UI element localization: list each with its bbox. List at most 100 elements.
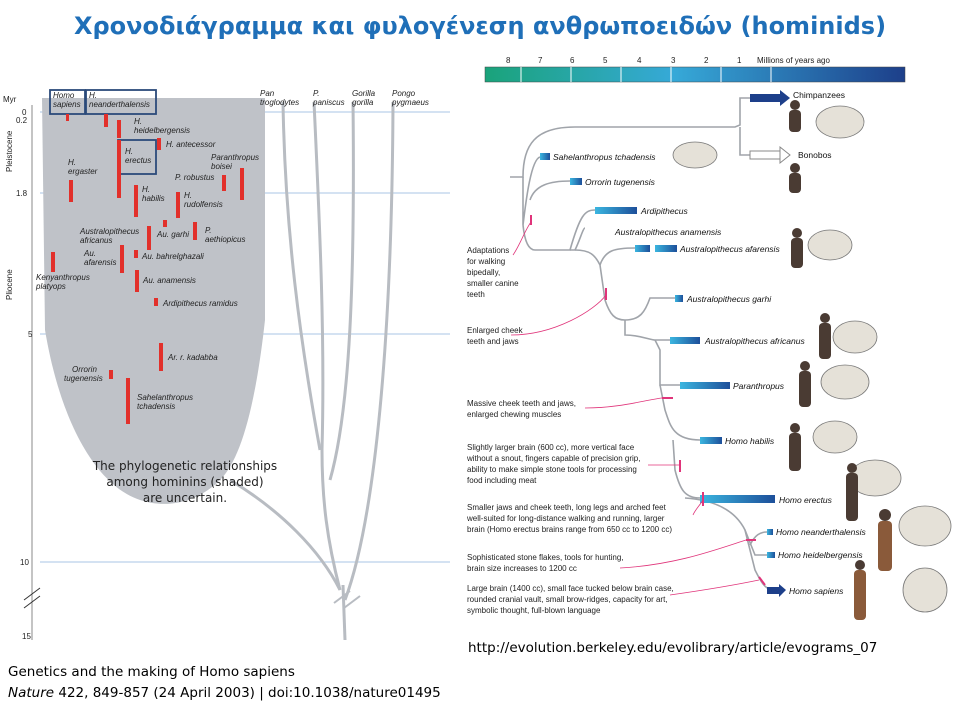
label-africanus-2: africanus (80, 236, 112, 245)
taxon-garhi: Australopithecus garhi (686, 294, 772, 304)
label-neanderthalensis-2: neanderthalensis (89, 100, 150, 109)
figure-afarensis-icon (791, 228, 803, 268)
label-neanderthalensis-1: H. (89, 91, 97, 100)
ape-label-gorilla-2: gorilla (352, 98, 374, 107)
label-homo-sapiens-1: Homo (53, 91, 75, 100)
figure-erectus-icon (846, 463, 858, 521)
bar-boisei (240, 168, 244, 200)
citation-details: 422, 849-857 (24 April 2003) | doi:10.10… (54, 685, 441, 701)
svg-text:H.habilis: H.habilis (142, 185, 165, 203)
tick-5: 5 (28, 330, 33, 339)
label-erectus-2: erectus (125, 156, 151, 165)
branch-heidelberg (744, 529, 767, 556)
bar-sahelanthropus (126, 378, 130, 424)
epoch-pleistocene: Pleistocene (5, 130, 14, 172)
taxon-sapiens: Homo sapiens (789, 586, 844, 596)
label-sahelanthropus-2: tchadensis (137, 402, 175, 411)
homo-sapiens-arrow (767, 584, 786, 597)
figure-neanderthal-icon (878, 509, 892, 571)
skull-africanus-icon (832, 320, 878, 354)
branch-garhi (624, 297, 675, 321)
bar-afarensis-r (655, 245, 677, 252)
branch-late-homo (684, 497, 774, 591)
note-line-2: among hominins (shaded) (106, 475, 264, 489)
label-boisei-2: boisei (211, 162, 232, 171)
scale-label: Millions of years ago (757, 56, 830, 65)
tick-0-2: 0.2 (16, 116, 28, 125)
svg-text:Au.afarensis: Au.afarensis (83, 249, 116, 267)
annotation-massive-jaws: Massive cheek teeth and jaws, enlarged c… (467, 399, 578, 419)
bonobo-arrow (749, 145, 791, 165)
taxon-heidelbergensis: Homo heidelbergensis (778, 550, 863, 560)
annotation-bipedal: Adaptations for walking bipedally, small… (467, 246, 521, 299)
taxon-ardipithecus: Ardipithecus (640, 206, 689, 216)
figure-africanus-icon (819, 313, 831, 359)
figure-bonobo-icon (789, 163, 801, 193)
taxon-erectus: Homo erectus (779, 495, 833, 505)
skull-habilis-icon (812, 420, 858, 454)
label-rudolfensis-1: H. (184, 191, 192, 200)
scale-tick-2: 2 (704, 56, 709, 65)
svg-text:H.erectus: H.erectus (125, 147, 151, 165)
note-line-3: are uncertain. (142, 491, 228, 505)
ape-label-pongo-1: Pongo (392, 89, 416, 98)
svg-text:H.heidelbergensis: H.heidelbergensis (134, 117, 190, 135)
label-sahelanthropus-1: Sahelanthropus (137, 393, 193, 402)
skull-sahel-icon (672, 141, 718, 169)
tick-1-8: 1.8 (16, 189, 28, 198)
lineage-break-marks (333, 590, 361, 609)
scale-tick-4: 4 (637, 56, 642, 65)
ape-label-paniscus-2: paniscus (312, 98, 345, 107)
skull-sapiens-icon (902, 567, 948, 613)
note-line-1: The phylogenetic relationships (92, 459, 278, 473)
scale-tick-5: 5 (603, 56, 608, 65)
species-range-bars (51, 114, 244, 424)
ape-label-pan-1: Pan (260, 89, 275, 98)
bar-anamensis-r (635, 245, 650, 252)
branch-orrorin (529, 180, 571, 201)
branch-africanus (624, 320, 670, 341)
bar-sahelanthropus-r (540, 153, 550, 160)
label-platyops-2: platyops (35, 282, 66, 291)
common-ancestor-lineage (341, 584, 347, 641)
bar-aethiopicus (193, 222, 197, 240)
branch-sahel (522, 156, 541, 226)
annotation-cheek-teeth: Enlarged cheek teeth and jaws (467, 326, 525, 346)
label-aethiopicus-2: aethiopicus (205, 235, 245, 244)
axis-break-marks (23, 587, 41, 609)
gorilla-lineage (328, 101, 355, 481)
label-afarensis-1: Au. (83, 249, 96, 258)
time-scale-bar (484, 66, 906, 83)
source-url: http://evolution.berkeley.edu/evolibrary… (468, 640, 878, 656)
bar-neanderthalensis (104, 114, 108, 127)
bar-heidelberg-r (767, 552, 775, 558)
figure-habilis-icon (789, 423, 801, 471)
bar-garhi-r (675, 295, 683, 302)
scale-tick-6: 6 (570, 56, 575, 65)
taxon-anamensis: Australopithecus anamensis (614, 227, 722, 237)
scale-tick-8: 8 (506, 56, 511, 65)
bar-afarensis (120, 245, 124, 273)
label-kadabba: Ar. r. kadabba (167, 353, 218, 362)
bar-erectus-r (700, 495, 775, 503)
ape-label-gorilla-1: Gorilla (352, 89, 376, 98)
label-homo-sapiens-2: sapiens (53, 100, 81, 109)
annotation-stone-flakes: Sophisticated stone flakes, tools for hu… (467, 553, 626, 573)
branch-anamensis (599, 247, 636, 266)
chimp-arrow (750, 90, 790, 106)
taxon-orrorin: Orrorin tugenensis (585, 177, 656, 187)
label-rudolfensis-2: rudolfensis (184, 200, 223, 209)
bar-habilis-r (700, 437, 722, 444)
bar-ardipithecus-r (595, 207, 637, 214)
bar-orrorin-r (570, 178, 582, 185)
label-heidelbergensis-2: heidelbergensis (134, 126, 190, 135)
label-bahrelghazali: Au. bahrelghazali (141, 252, 204, 261)
taxon-neanderthalensis: Homo neanderthalensis (776, 527, 867, 537)
bar-anamensis (135, 270, 139, 292)
label-antecessor: H. antecessor (166, 140, 216, 149)
